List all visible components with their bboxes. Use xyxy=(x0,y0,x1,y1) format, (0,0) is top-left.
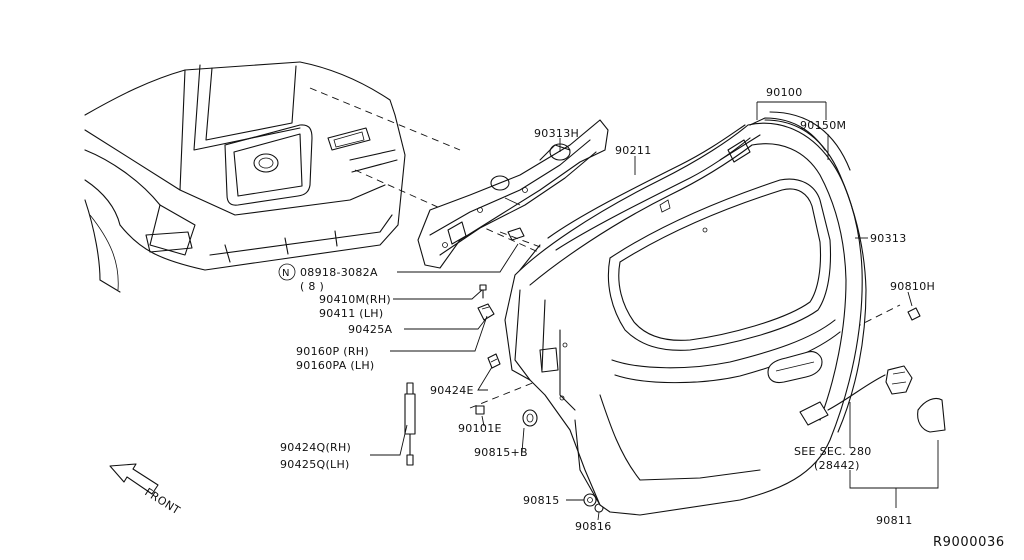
label-90816: 90816 xyxy=(575,520,612,533)
label-90211: 90211 xyxy=(615,144,652,157)
label-90815: 90815 xyxy=(523,494,560,507)
label-90815B: 90815+B xyxy=(474,446,528,459)
bumper-stop-90160P xyxy=(477,303,495,321)
lamp-cover-90811 xyxy=(917,397,946,433)
fastener-clip-90410M xyxy=(479,284,487,299)
leader-lines xyxy=(370,101,939,521)
front-direction-arrow xyxy=(109,463,159,495)
clip-90424E xyxy=(487,353,501,369)
label-see-sec-280: SEE SEC. 280 xyxy=(794,445,872,458)
label-90313: 90313 xyxy=(870,232,907,245)
finisher-bar-90313H xyxy=(417,119,609,269)
label-90424E: 90424E xyxy=(430,384,474,397)
vehicle-rear-body xyxy=(84,61,406,293)
label-90100: 90100 xyxy=(766,86,803,99)
label-90425A: 90425A xyxy=(348,323,392,336)
n-symbol-circle xyxy=(278,263,296,281)
label-90150M: 90150M xyxy=(800,119,846,132)
label-90424Q: 90424Q(RH) xyxy=(280,441,351,454)
label-90313H: 90313H xyxy=(534,127,579,140)
label-n-symbol: N xyxy=(282,268,290,279)
label-front: FRONT xyxy=(142,486,182,518)
label-90160PA: 90160PA (LH) xyxy=(296,359,375,372)
label-90160P: 90160P (RH) xyxy=(296,345,369,358)
gas-stay-90424Q xyxy=(404,382,416,466)
label-28442: (28442) xyxy=(814,459,860,472)
label-90425Q: 90425Q(LH) xyxy=(280,458,350,471)
label-90411: 90411 (LH) xyxy=(319,307,383,320)
drawing-reference-number: R9000036 xyxy=(933,535,1005,550)
bumper-rubber-90815B xyxy=(522,409,538,427)
label-90810H: 90810H xyxy=(890,280,935,293)
label-08918-qty: ( 8 ) xyxy=(300,280,324,293)
label-90811: 90811 xyxy=(876,514,913,527)
clip-90810H xyxy=(907,307,921,321)
label-08918-3082A: 08918-3082A xyxy=(300,266,378,279)
weatherstrip-90313 xyxy=(764,111,867,433)
plug-90101E xyxy=(475,405,485,415)
wiring-harness xyxy=(799,365,913,426)
label-90101E: 90101E xyxy=(458,422,502,435)
label-90410M: 90410M(RH) xyxy=(319,293,391,306)
